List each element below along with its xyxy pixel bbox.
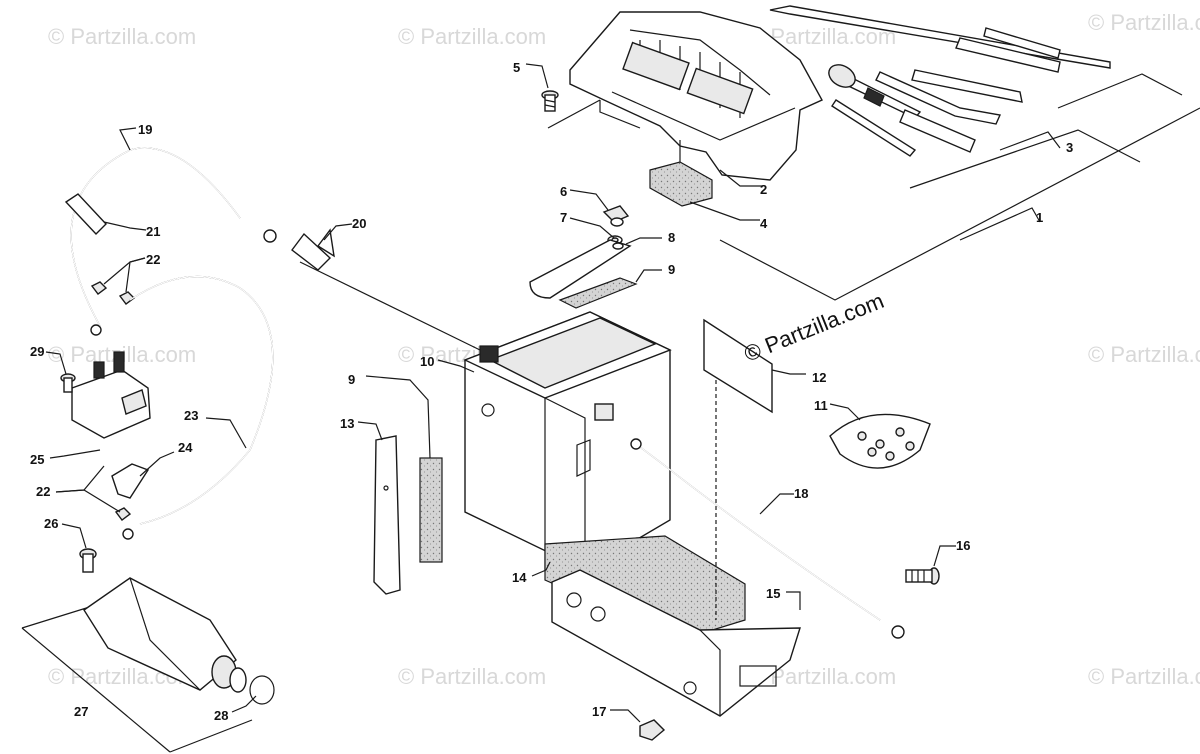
wing-nut-6 bbox=[602, 205, 630, 227]
watermark-text: © Partzilla.com bbox=[1088, 664, 1200, 689]
callout-9-top: 9 bbox=[668, 262, 675, 277]
leader-lines bbox=[45, 63, 1061, 723]
callout-13: 13 bbox=[340, 416, 354, 431]
screw-29 bbox=[60, 373, 76, 393]
screw-5 bbox=[541, 90, 559, 112]
callout-15: 15 bbox=[766, 586, 780, 601]
nut-17 bbox=[639, 719, 666, 741]
boot-24 bbox=[111, 463, 150, 499]
callout-9-left: 9 bbox=[348, 372, 355, 387]
callout-12: 12 bbox=[812, 370, 826, 385]
foam-strip-9-top bbox=[558, 277, 638, 309]
cable-23 bbox=[122, 275, 274, 540]
battery-10 bbox=[463, 311, 672, 571]
callout-29: 29 bbox=[30, 344, 44, 359]
foam-strip-9-left bbox=[419, 457, 443, 563]
callout-20: 20 bbox=[352, 216, 366, 231]
bolt-16 bbox=[905, 567, 940, 585]
watermark-text: © Partzilla.com bbox=[1088, 342, 1200, 367]
callout-28: 28 bbox=[214, 708, 228, 723]
callout-1: 1 bbox=[1036, 210, 1043, 225]
battery-strap-8 bbox=[529, 239, 632, 299]
callout-16: 16 bbox=[956, 538, 970, 553]
callout-25: 25 bbox=[30, 452, 44, 467]
callout-3: 3 bbox=[1066, 140, 1073, 155]
callout-4: 4 bbox=[760, 216, 768, 231]
tool-tray bbox=[569, 11, 823, 181]
o-ring-28 bbox=[249, 675, 275, 705]
callout-27: 27 bbox=[74, 704, 88, 719]
watermark-main: © Partzilla.com bbox=[741, 288, 888, 367]
callout-22-top: 22 bbox=[146, 252, 160, 267]
foam-pad-4 bbox=[649, 140, 713, 207]
callout-5: 5 bbox=[513, 60, 520, 75]
hardware-kit-11 bbox=[829, 413, 931, 469]
boot-21 bbox=[64, 193, 107, 236]
watermark-text: © Partzilla.com bbox=[398, 24, 546, 49]
boot-20 bbox=[291, 228, 335, 271]
battery-box-15 bbox=[551, 569, 801, 717]
callout-10: 10 bbox=[420, 354, 434, 369]
tool-kit bbox=[769, 5, 1111, 157]
callout-23: 23 bbox=[184, 408, 198, 423]
screw-26 bbox=[79, 548, 97, 573]
watermark-text: © Partzilla.com bbox=[398, 664, 546, 689]
callout-24: 24 bbox=[178, 440, 193, 455]
callout-26: 26 bbox=[44, 516, 58, 531]
label-decal-12 bbox=[703, 318, 773, 414]
solenoid-25 bbox=[71, 351, 151, 439]
callout-numbers: 1 2 3 4 5 6 7 8 9 10 11 12 13 9 14 15 16… bbox=[30, 60, 1073, 723]
callout-11: 11 bbox=[814, 398, 828, 413]
battery-cable-18 bbox=[630, 438, 905, 639]
cable-19 bbox=[70, 147, 277, 336]
callout-2: 2 bbox=[760, 182, 767, 197]
callout-19: 19 bbox=[138, 122, 152, 137]
callout-6: 6 bbox=[560, 184, 567, 199]
callout-21: 21 bbox=[146, 224, 160, 239]
watermark-text: © Partzilla.com bbox=[1088, 10, 1200, 35]
callout-14: 14 bbox=[512, 570, 527, 585]
callout-8: 8 bbox=[668, 230, 675, 245]
watermark-text: © Partzilla.com bbox=[48, 24, 196, 49]
foam-base-14 bbox=[544, 535, 746, 641]
callout-17: 17 bbox=[592, 704, 606, 719]
callout-7: 7 bbox=[560, 210, 567, 225]
group-brackets bbox=[21, 73, 1200, 753]
starter-motor-27 bbox=[83, 577, 247, 693]
bracket-13 bbox=[373, 435, 401, 595]
callout-22-bottom: 22 bbox=[36, 484, 50, 499]
callout-18: 18 bbox=[794, 486, 808, 501]
